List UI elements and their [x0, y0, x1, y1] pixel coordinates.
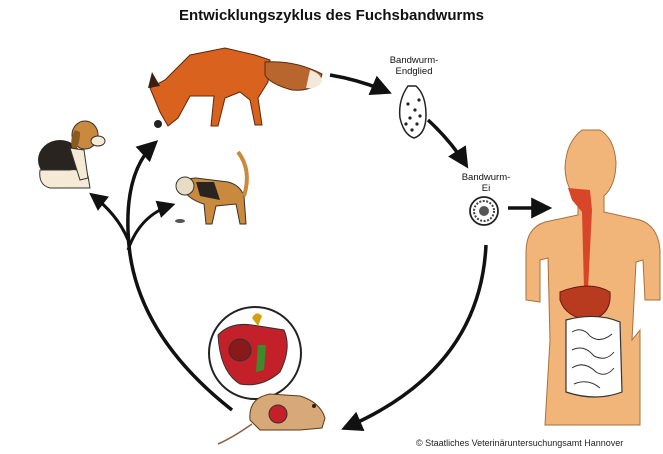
arrow-branch-to-cat — [128, 205, 172, 250]
egg-label-line1: Bandwurm- — [456, 172, 516, 183]
mouse-illustration — [218, 394, 325, 444]
arrow-branch-to-dog — [92, 195, 128, 240]
segment-label-line2: Endglied — [384, 66, 444, 77]
tapeworm-egg-label: Bandwurm- Ei — [456, 172, 516, 194]
arrow-egg-to-mouse — [345, 245, 486, 428]
egg-label-line2: Ei — [456, 183, 516, 194]
tapeworm-egg-illustration — [470, 197, 498, 225]
tapeworm-segment-label: Bandwurm- Endglied — [384, 55, 444, 77]
human-illustration — [526, 130, 660, 425]
copyright-notice: © Staatliches Veterinäruntersuchungsamt … — [416, 438, 623, 448]
segment-label-line1: Bandwurm- — [384, 55, 444, 66]
cat-illustration — [175, 152, 247, 224]
fox-illustration — [148, 48, 322, 128]
infected-liver-inset — [209, 307, 301, 399]
arrow-endglied-to-egg — [428, 120, 466, 165]
arrow-fox-to-endglied — [330, 75, 388, 92]
tapeworm-segment-illustration — [400, 86, 426, 138]
dog-illustration — [38, 121, 105, 188]
